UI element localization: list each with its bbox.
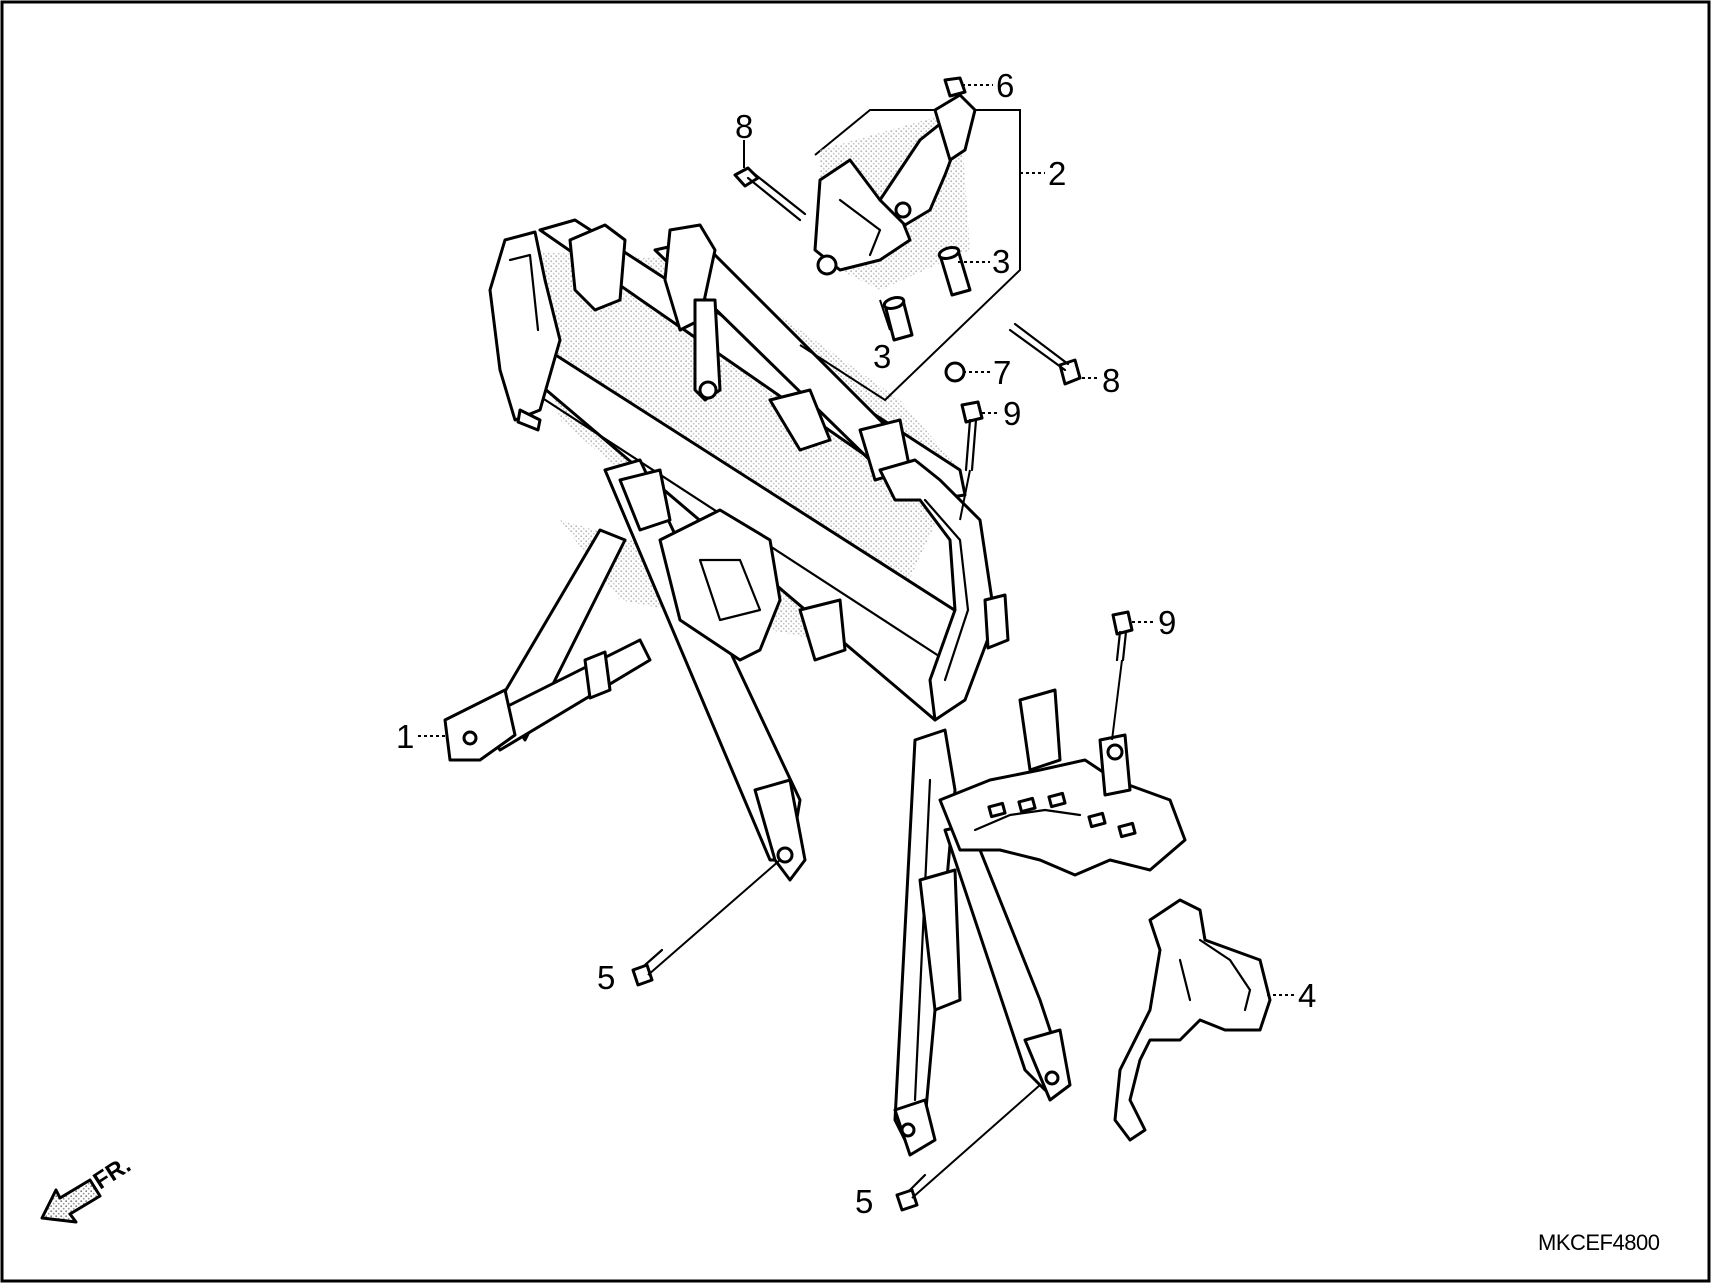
diagram-code: MKCEF4800	[1538, 1230, 1660, 1255]
callout-3-upper: 3	[992, 243, 1010, 280]
callout-5-bottom: 5	[855, 1183, 873, 1220]
front-direction-indicator: FR.	[40, 1151, 136, 1224]
main-frame	[443, 218, 1187, 1157]
callout-4: 4	[1298, 977, 1316, 1014]
callout-6: 6	[996, 67, 1014, 104]
callout-7: 7	[993, 354, 1011, 391]
front-arrow-icon	[40, 1178, 102, 1224]
leader-lines	[418, 84, 1295, 1199]
callout-5-left: 5	[597, 959, 615, 996]
callout-8-upper: 8	[735, 108, 753, 145]
callout-3-lower: 3	[873, 338, 891, 375]
callout-1: 1	[396, 718, 414, 755]
callout-labels: 1 2 3 3 4 5 5 6 7 8 8 9 9	[396, 67, 1316, 1220]
callout-9-upper: 9	[1003, 395, 1021, 432]
side-cover	[1113, 898, 1272, 1142]
callout-2: 2	[1048, 155, 1066, 192]
callout-9-lower: 9	[1158, 604, 1176, 641]
fasteners	[631, 400, 1134, 1212]
callout-8-lower: 8	[1102, 362, 1120, 399]
bracket-assembly	[733, 76, 1082, 402]
